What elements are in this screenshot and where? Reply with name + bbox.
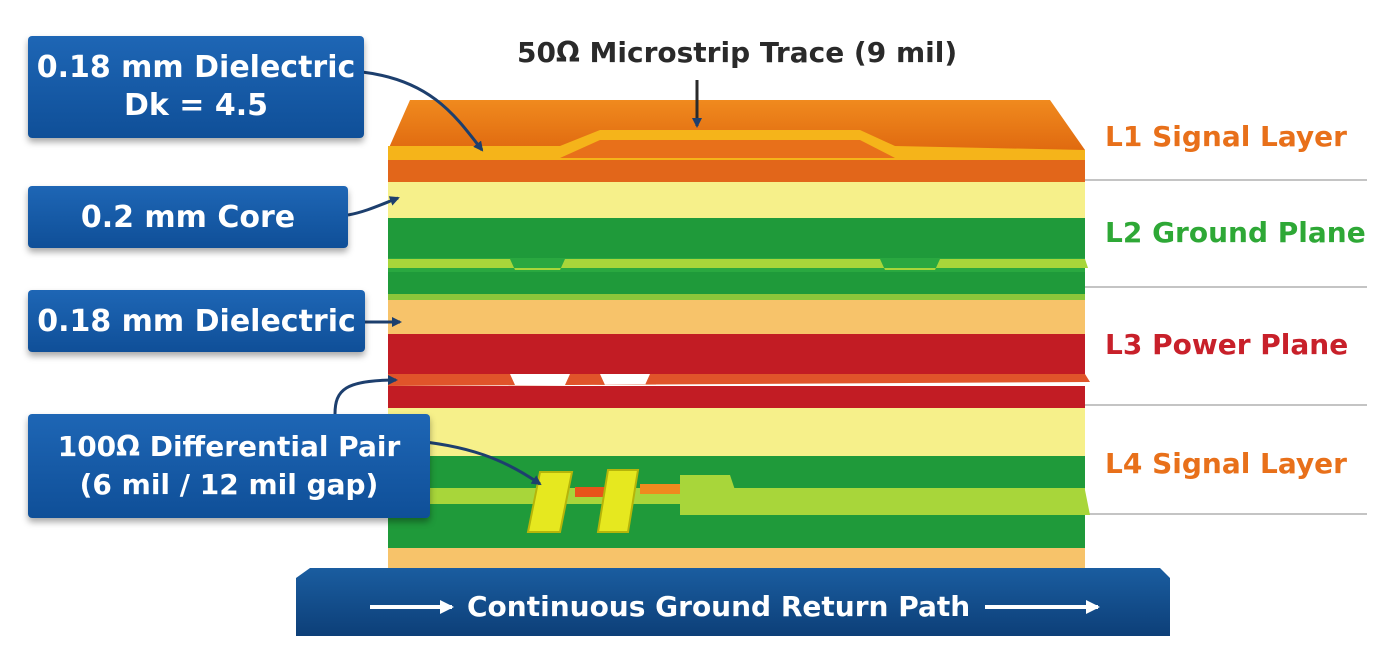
dielectric-mid-label: 0.18 mm Dielectric (37, 303, 356, 339)
l1-signal-layer-graphic (388, 100, 1085, 182)
ground-return-label: Continuous Ground Return Path (467, 590, 971, 623)
l3-power-plane-graphic (388, 334, 1090, 408)
core-dielectric (388, 182, 1085, 218)
differential-pair-traces (526, 469, 640, 533)
l2-label: L2 Ground Plane (1105, 216, 1366, 249)
diff-pair-callout: 100Ω Differential Pair (6 mil / 12 mil g… (28, 414, 430, 518)
layer-separators (1085, 179, 1367, 515)
l1-label: L1 Signal Layer (1105, 120, 1347, 153)
core-label: 0.2 mm Core (80, 199, 296, 235)
l4-label: L4 Signal Layer (1105, 447, 1347, 480)
diff-pair-line1: 100Ω Differential Pair (57, 430, 401, 463)
dielectric-top-line1: 0.18 mm Dielectric (36, 50, 356, 85)
l3-leader (333, 375, 398, 415)
l4-signal-layer-graphic (388, 456, 1090, 568)
diff-pair-line2: (6 mil / 12 mil gap) (79, 468, 379, 501)
dielectric-top-callout: 0.18 mm Dielectric Dk = 4.5 (28, 36, 364, 138)
ground-return-bar (296, 568, 1170, 636)
core-callout: 0.2 mm Core (28, 186, 348, 248)
mid-dielectric (388, 300, 1085, 334)
dielectric-top-leader (361, 70, 484, 152)
microstrip-trace-title: 50Ω Microstrip Trace (9 mil) (517, 36, 958, 69)
dielectric-top-line2: Dk = 4.5 (123, 88, 269, 123)
dielectric-mid-callout: 0.18 mm Dielectric (28, 290, 365, 352)
core-leader (347, 196, 400, 217)
l3-label: L3 Power Plane (1105, 328, 1349, 361)
l2-ground-plane-graphic (388, 218, 1088, 300)
lower-dielectric (388, 408, 1085, 456)
